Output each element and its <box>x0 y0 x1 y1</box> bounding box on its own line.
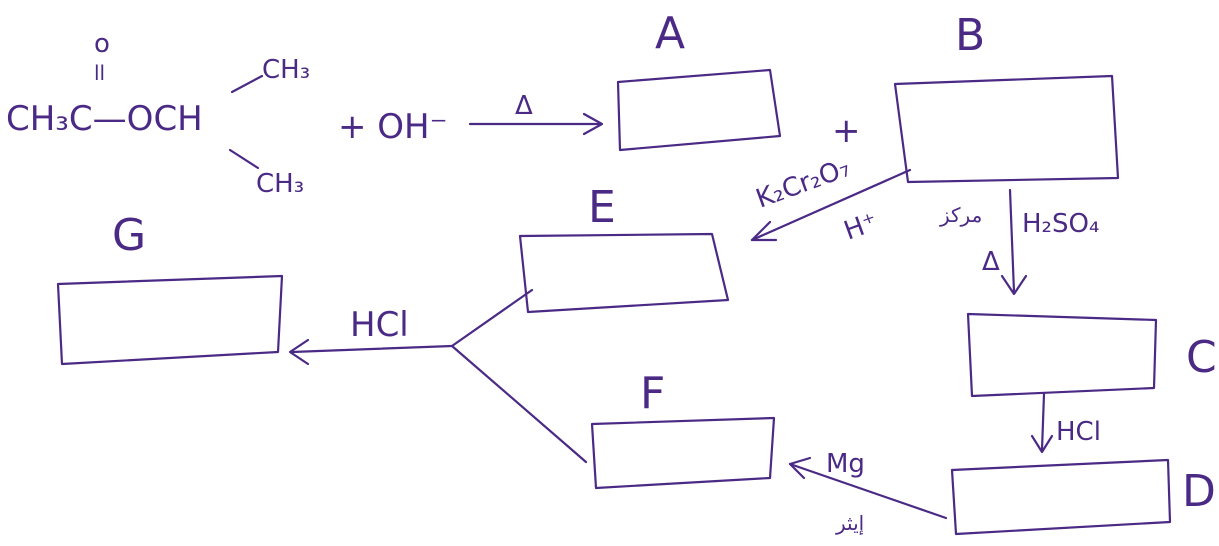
label-D: D <box>1182 466 1216 517</box>
box-C <box>966 312 1158 398</box>
plus-sign: + <box>832 111 861 151</box>
heat-condition-2: Δ <box>982 247 1000 277</box>
box-E <box>518 232 730 314</box>
hcl-reagent-1: HCl <box>350 305 409 345</box>
label-G: G <box>112 210 146 261</box>
box-D <box>950 458 1172 536</box>
hydroxide-reagent: + OH⁻ <box>338 107 448 147</box>
bond-bottom-methyl <box>228 148 260 170</box>
reactant-main-chain: CH₃C—OCH <box>6 99 203 139</box>
ether-arabic: إيثر <box>835 511 864 536</box>
arrow-D-to-F <box>788 462 948 520</box>
concentrated-arabic: مركز <box>939 203 982 227</box>
box-B <box>893 74 1120 184</box>
line-E-to-junction <box>450 288 534 348</box>
label-A: A <box>655 8 685 59</box>
carbonyl-double-bond: ll <box>94 61 105 85</box>
label-F: F <box>640 368 665 419</box>
line-F-to-junction <box>450 344 588 464</box>
arrow-C-to-D <box>1040 392 1046 452</box>
arrow-B-to-E <box>750 168 912 242</box>
magnesium-reagent: Mg <box>826 449 865 479</box>
acid-catalyst: H⁺ <box>840 207 882 247</box>
arrow-to-A-head <box>582 112 604 136</box>
reactant-bottom-methyl: CH₃ <box>256 169 304 199</box>
arrow-C-to-D-head <box>1030 434 1054 454</box>
label-B: B <box>955 10 985 61</box>
carbonyl-oxygen: o <box>94 29 110 59</box>
arrow-B-to-C-head <box>1000 274 1028 296</box>
arrow-B-to-C <box>1008 188 1016 294</box>
arrow-junction-to-G <box>290 344 454 354</box>
label-E: E <box>588 182 616 233</box>
label-C: C <box>1186 332 1217 383</box>
arrow-B-to-E-head <box>750 220 778 242</box>
arrow-D-to-F-head <box>788 456 812 480</box>
box-G <box>56 274 284 366</box>
reactant-top-methyl: CH₃ <box>262 55 310 85</box>
sulfuric-acid-reagent: H₂SO₄ <box>1022 209 1099 239</box>
box-F <box>590 416 776 490</box>
bond-top-methyl <box>230 74 264 94</box>
hcl-reagent-2: HCl <box>1056 417 1101 447</box>
heat-condition: Δ <box>515 91 533 121</box>
box-A <box>616 68 782 152</box>
k2cr2o7-reagent: K₂Cr₂O₇ <box>752 153 854 215</box>
arrow-junction-to-G-head <box>288 338 310 366</box>
